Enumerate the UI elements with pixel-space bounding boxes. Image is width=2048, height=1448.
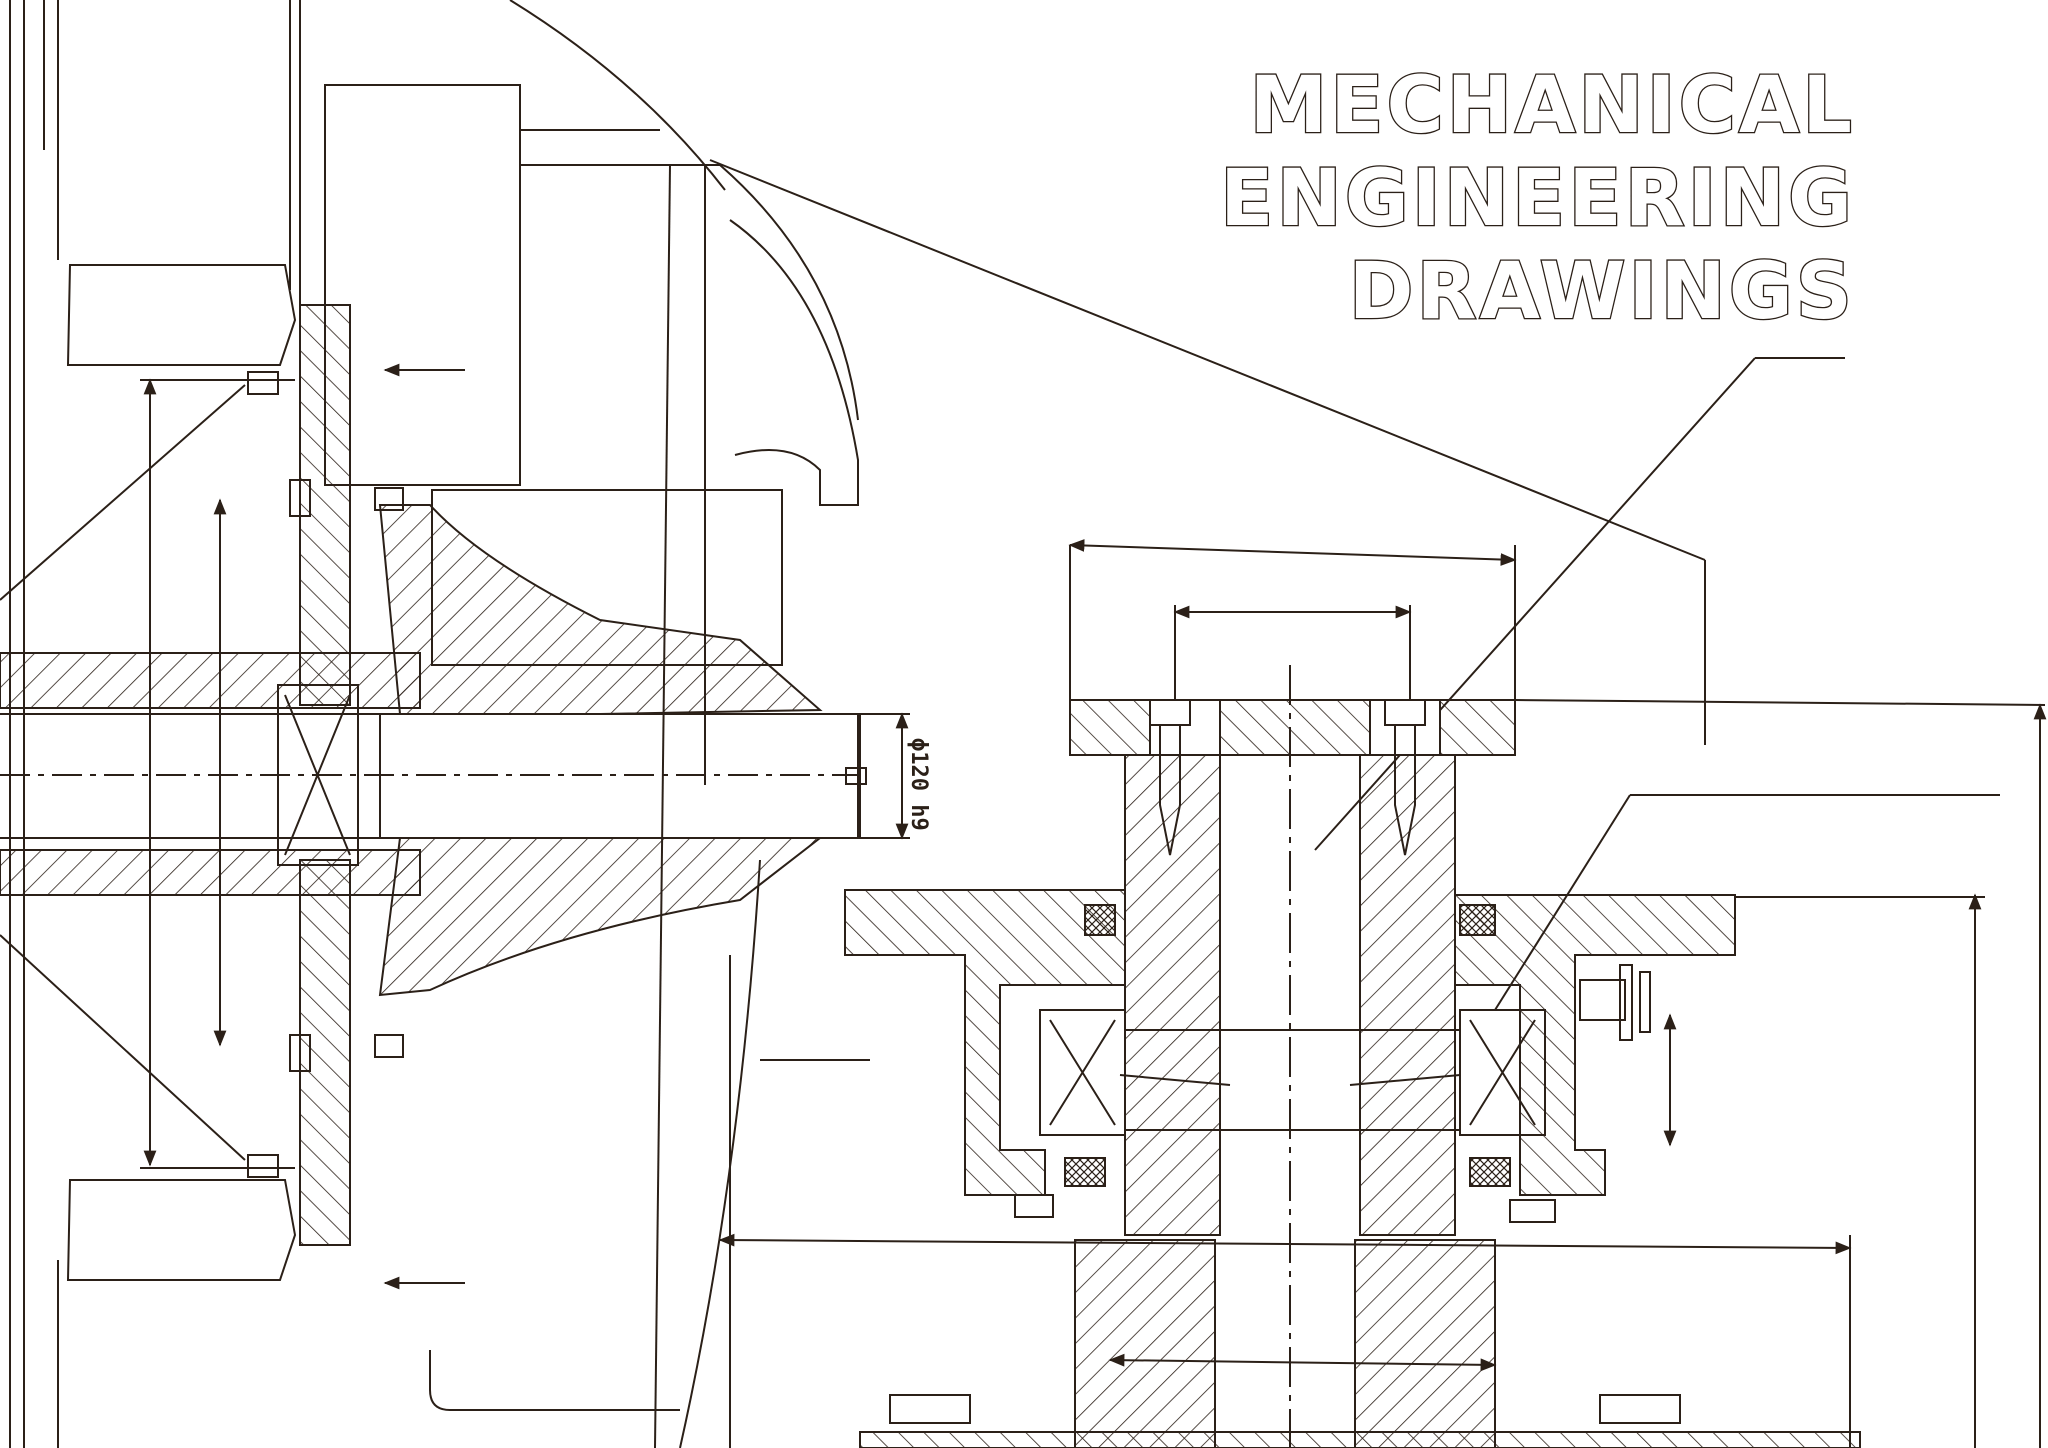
shaft-dimension-label: ϕ120 h9 xyxy=(906,738,931,831)
title-line-1: MECHANICAL xyxy=(1250,61,1855,151)
right-assembly xyxy=(718,539,2047,1448)
title-block: MECHANICAL ENGINEERING DRAWINGS xyxy=(1219,60,1855,339)
left-assembly xyxy=(0,0,910,1448)
title-line-2: ENGINEERING xyxy=(1220,154,1855,244)
title-line-3: DRAWINGS xyxy=(1349,247,1855,337)
